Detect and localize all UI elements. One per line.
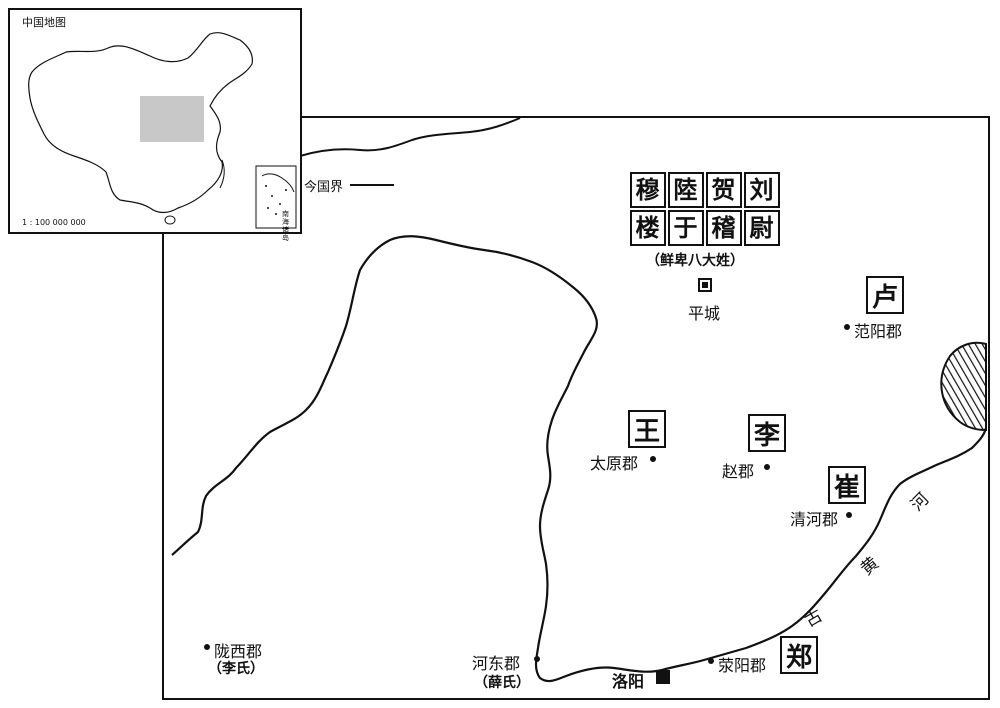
place-zhao: 赵郡	[722, 462, 755, 481]
legend-border-label: 今国界	[304, 180, 344, 195]
clan-row-2: 楼于稽尉	[630, 210, 782, 246]
legend-border-line	[350, 184, 394, 186]
bohai-sea	[940, 341, 987, 432]
clan-caption: （鲜卑八大姓）	[646, 253, 744, 269]
surname-lu: 卢	[866, 276, 904, 314]
clan-mu: 穆	[630, 172, 666, 208]
clan-lou: 楼	[630, 210, 666, 246]
china-outline	[28, 32, 297, 229]
place-hedong: 河东郡	[472, 654, 521, 673]
inset-scale: 1 : 100 000 000	[22, 218, 86, 227]
longxi-note: （李氏）	[208, 661, 264, 677]
clan-row-1: 穆陸贺刘	[630, 172, 782, 208]
place-fanyang: 范阳郡	[854, 322, 903, 341]
hedong-note: （薛氏）	[474, 675, 530, 691]
clan-liu: 刘	[744, 172, 780, 208]
surname-zheng: 郑	[780, 636, 818, 674]
south-sea-label: 南海诸岛	[282, 210, 289, 242]
clan-wei: 尉	[744, 210, 780, 246]
zhao-dot-icon	[764, 464, 770, 470]
place-qinghe: 清河郡	[790, 510, 839, 529]
longxi-dot-icon	[204, 644, 210, 650]
taiyuan-dot-icon	[650, 456, 656, 462]
xingyang-dot-icon	[708, 658, 714, 664]
south-sea-box	[255, 165, 297, 229]
clan-he: 贺	[706, 172, 742, 208]
place-longxi: 陇西郡	[214, 642, 263, 661]
inset-title: 中国地图	[22, 16, 66, 29]
qinghe-dot-icon	[846, 512, 852, 518]
hedong-dot-icon	[534, 656, 540, 662]
place-luoyang: 洛阳	[612, 672, 645, 691]
clan-lu: 陸	[668, 172, 704, 208]
surname-li: 李	[748, 414, 786, 452]
surname-cui: 崔	[828, 466, 866, 504]
place-xingyang: 荥阳郡	[718, 656, 767, 675]
luoyang-capital-icon	[656, 670, 670, 684]
capital-pingcheng-icon	[698, 278, 712, 292]
river-fragment	[299, 117, 521, 157]
clan-ji: 稽	[706, 210, 742, 246]
inset-map: 中国地图 南海诸岛 1 : 100 000 000	[8, 8, 302, 242]
fanyang-dot-icon	[844, 324, 850, 330]
clan-yu: 于	[668, 210, 704, 246]
place-taiyuan: 太原郡	[590, 454, 639, 473]
surname-wang: 王	[628, 410, 666, 448]
place-pingcheng: 平城	[688, 304, 721, 323]
highlight-region	[140, 96, 204, 142]
yellow-river	[171, 235, 988, 683]
